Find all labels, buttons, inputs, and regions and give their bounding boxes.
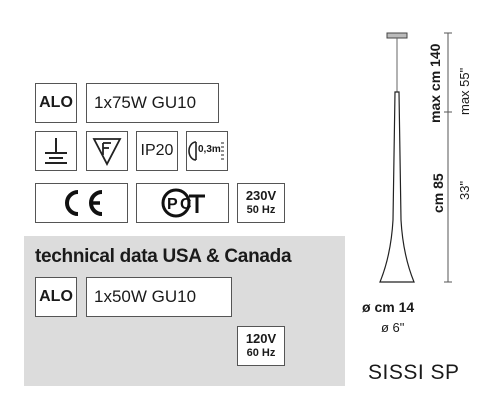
ceiling-canopy	[386, 32, 408, 39]
f-triangle-icon	[92, 138, 122, 166]
svg-text:P: P	[167, 196, 178, 213]
eu-frequency: 50 Hz	[246, 204, 276, 216]
ce-mark-box	[35, 183, 128, 223]
eu-bulb-box: 1x75W GU10	[86, 83, 219, 123]
pct-cert-box: P C	[136, 183, 229, 223]
usa-bulb-text: 1x50W GU10	[94, 287, 197, 306]
lamp-body	[379, 91, 415, 283]
height-cm: cm 85	[430, 173, 446, 213]
ip-rating-text: IP20	[140, 142, 174, 159]
ce-icon	[64, 190, 102, 216]
product-name: SISSI SP	[368, 361, 460, 384]
max-height-in: max 55"	[457, 67, 472, 115]
usa-heading: technical data USA & Canada	[35, 246, 292, 267]
max-height-cm: max cm 140	[427, 43, 443, 123]
pct-cert-icon: P C	[161, 188, 205, 218]
diameter-cm: ø cm 14	[362, 299, 415, 315]
eu-voltage: 230V	[245, 188, 277, 203]
eu-material-box: ALO	[35, 83, 77, 123]
diameter-in: ø 6"	[381, 320, 405, 335]
usa-voltage-box: 120V 60 Hz	[237, 326, 285, 366]
height-in: 33"	[457, 180, 472, 200]
usa-voltage: 120V	[245, 331, 277, 346]
usa-material-box: ALO	[35, 277, 77, 317]
dimension-lines	[444, 32, 452, 283]
usa-bulb-box: 1x50W GU10	[86, 277, 232, 317]
ground-symbol-box	[35, 131, 77, 171]
svg-text:C: C	[180, 196, 192, 213]
usa-frequency: 60 Hz	[246, 347, 276, 359]
ground-icon	[45, 138, 67, 164]
distance-symbol-box: 0,3m	[186, 131, 228, 171]
f-symbol-box	[86, 131, 128, 171]
ip-rating-box: IP20	[136, 131, 178, 171]
distance-icon	[188, 141, 224, 161]
distance-label: 0,3m	[198, 144, 221, 155]
pendant-lamp-drawing	[379, 32, 415, 283]
usa-material-code: ALO	[39, 288, 73, 305]
eu-material-code: ALO	[39, 94, 73, 111]
eu-bulb-text: 1x75W GU10	[94, 93, 197, 112]
eu-voltage-box: 230V 50 Hz	[237, 183, 285, 223]
